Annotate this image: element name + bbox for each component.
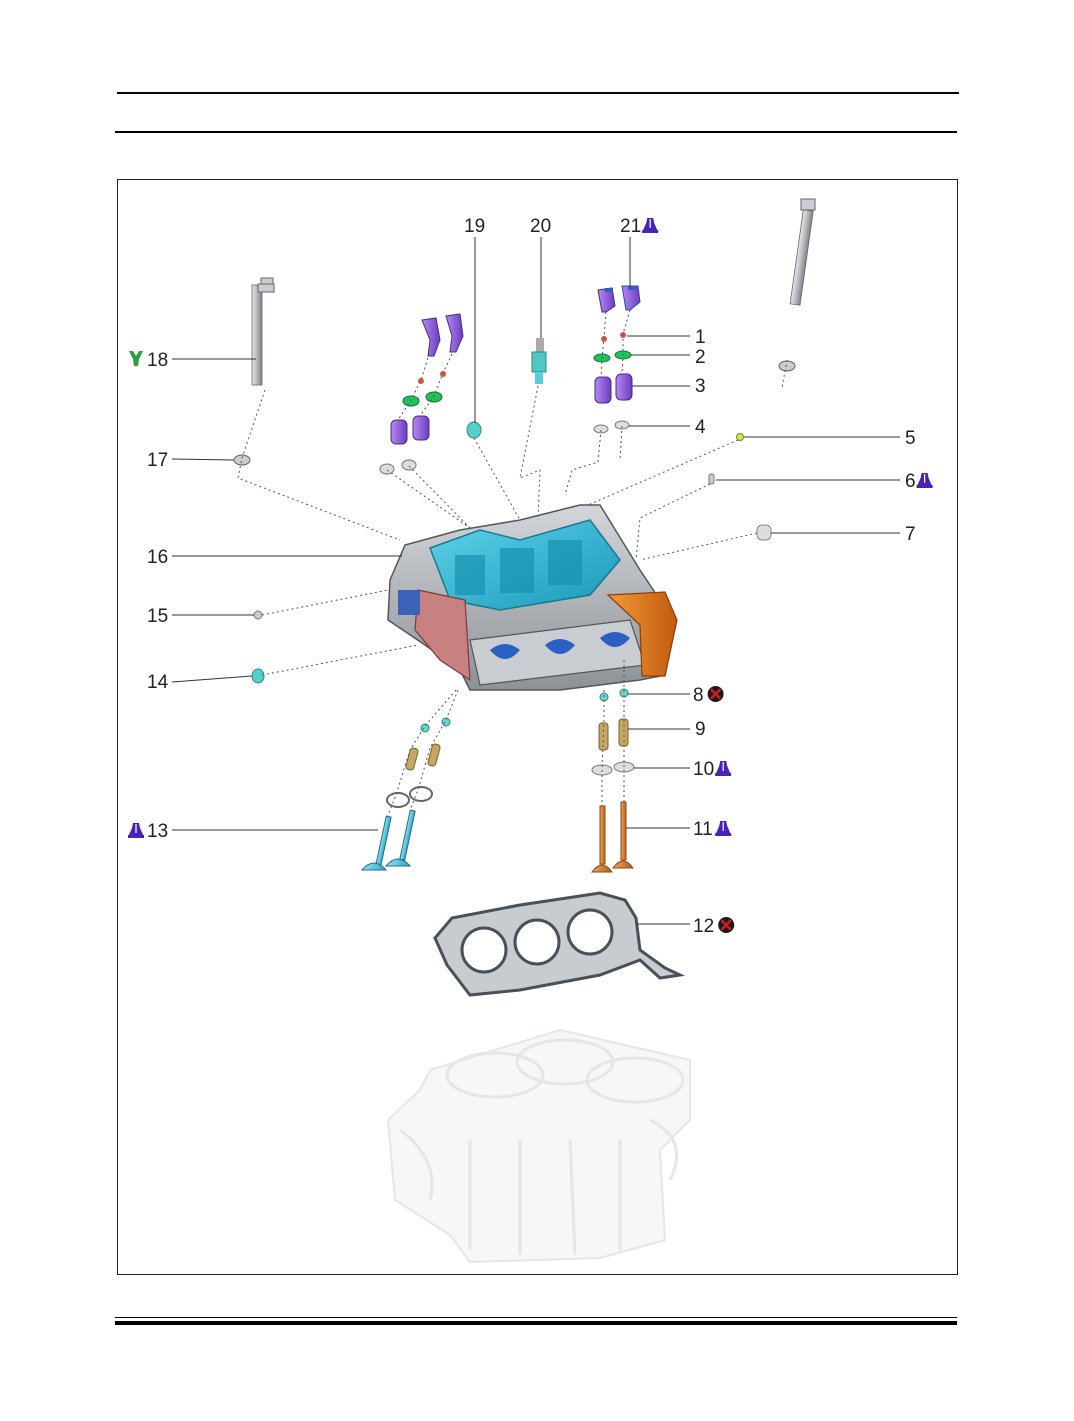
leader-lines bbox=[171, 237, 900, 925]
callout-15: 15 bbox=[147, 606, 168, 627]
retainer-left-a bbox=[402, 395, 420, 407]
plug-19 bbox=[466, 421, 482, 439]
dashed-assembly-lines bbox=[237, 309, 788, 821]
footer-rule-thin bbox=[115, 1317, 957, 1318]
rocker-arms-right bbox=[597, 285, 641, 313]
spring-seat-left-a bbox=[379, 463, 395, 475]
engine-block-ghost bbox=[386, 1028, 691, 1264]
callout-3: 3 bbox=[695, 376, 706, 397]
callout-number: 16 bbox=[147, 547, 168, 568]
diagram-frame bbox=[117, 179, 958, 1275]
callout-number: 18 bbox=[147, 350, 168, 371]
dowel-6 bbox=[708, 473, 715, 485]
callout-number: 9 bbox=[695, 719, 706, 740]
callout-12: 12 bbox=[693, 916, 735, 937]
spring-seat-right-a bbox=[593, 424, 609, 434]
callout-17: 17 bbox=[147, 450, 168, 471]
head-bolt-right bbox=[789, 198, 816, 306]
callout-number: 6 bbox=[905, 471, 916, 492]
intake-valves-13 bbox=[360, 809, 416, 871]
rocker-arms-left bbox=[421, 313, 464, 357]
callout-13: 13 bbox=[128, 821, 168, 842]
seal-left-a bbox=[420, 723, 430, 733]
callout-number: 17 bbox=[147, 450, 168, 471]
callout-11: 11 bbox=[693, 819, 732, 840]
callout-10: 10 bbox=[693, 759, 732, 780]
oil-can-icon bbox=[715, 821, 732, 836]
callout-number: 13 bbox=[147, 821, 168, 842]
callout-number: 15 bbox=[147, 606, 168, 627]
exhaust-valves-11 bbox=[591, 801, 634, 873]
head-gasket bbox=[433, 891, 686, 997]
seat-ring-left-a bbox=[386, 792, 410, 808]
callout-8: 8 bbox=[693, 685, 724, 706]
callout-21: 21 bbox=[620, 216, 659, 237]
valve-guides-left bbox=[405, 743, 441, 771]
oil-can-icon bbox=[916, 473, 933, 488]
head-bolt-left bbox=[251, 277, 275, 386]
seat-ring-left-b bbox=[409, 786, 433, 802]
callout-number: 1 bbox=[695, 327, 706, 348]
callout-2: 2 bbox=[695, 347, 706, 368]
callout-number: 5 bbox=[905, 428, 916, 449]
valve-springs-right bbox=[594, 373, 633, 404]
header-rule-top bbox=[117, 92, 959, 94]
callout-16: 16 bbox=[147, 547, 168, 568]
plug-14 bbox=[251, 668, 265, 684]
callout-7: 7 bbox=[905, 524, 916, 545]
bolt-washer-right bbox=[778, 360, 796, 372]
callout-18: 18 bbox=[129, 350, 168, 371]
callout-number: 12 bbox=[693, 916, 714, 937]
plug-15 bbox=[253, 610, 263, 620]
spring-seat-left-b bbox=[401, 459, 417, 471]
callout-number: 19 bbox=[464, 216, 485, 237]
oil-can-icon bbox=[128, 823, 144, 838]
callout-number: 8 bbox=[693, 685, 704, 706]
callout-number: 20 bbox=[530, 216, 551, 237]
spark-plug-20 bbox=[531, 338, 547, 384]
callout-20: 20 bbox=[530, 216, 551, 237]
callout-number: 7 bbox=[905, 524, 916, 545]
replace-x-icon bbox=[707, 686, 724, 702]
torque-wrench-icon bbox=[129, 351, 143, 366]
footer-rule-thick bbox=[115, 1321, 957, 1325]
replace-x-icon bbox=[718, 917, 735, 933]
oil-can-icon bbox=[642, 218, 659, 233]
callout-1: 1 bbox=[695, 327, 706, 348]
callout-number: 14 bbox=[147, 672, 169, 693]
callout-number: 4 bbox=[695, 417, 706, 438]
plug-7 bbox=[756, 524, 772, 541]
callout-14: 14 bbox=[147, 672, 169, 693]
callout-6: 6 bbox=[905, 471, 933, 492]
retainer-left-b bbox=[425, 391, 443, 403]
cylinder-head bbox=[387, 504, 678, 691]
callout-9: 9 bbox=[695, 719, 706, 740]
callout-19: 19 bbox=[464, 216, 485, 237]
callout-number: 2 bbox=[695, 347, 706, 368]
valve-key-right-a bbox=[601, 336, 607, 342]
valve-springs-left bbox=[390, 415, 430, 445]
header-rule-bottom bbox=[115, 131, 957, 133]
callout-5: 5 bbox=[905, 428, 916, 449]
plug-5 bbox=[736, 433, 744, 441]
spring-seat-right-b bbox=[614, 420, 630, 430]
oil-can-icon bbox=[715, 761, 732, 776]
callout-number: 10 bbox=[693, 759, 714, 780]
callout-number: 3 bbox=[695, 376, 706, 397]
callout-4: 4 bbox=[695, 417, 706, 438]
callout-number: 11 bbox=[693, 819, 713, 840]
callout-number: 21 bbox=[620, 216, 641, 237]
